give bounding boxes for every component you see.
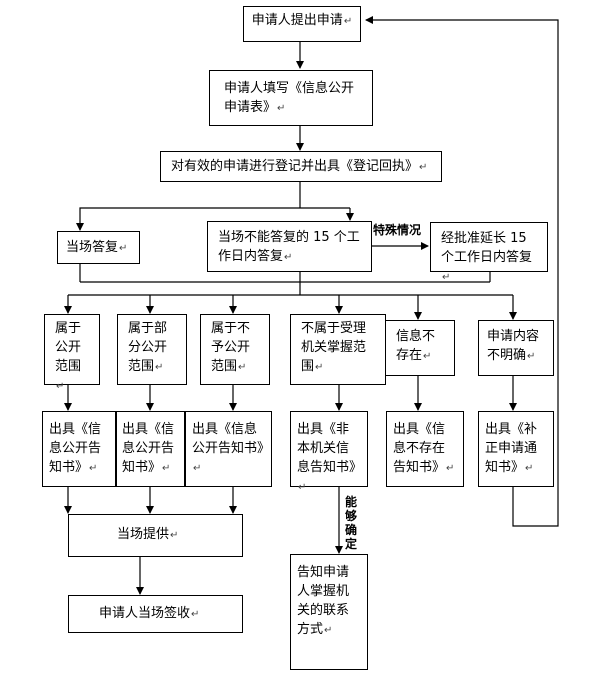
node-reply-spot: 当场答复↵ (57, 231, 140, 264)
node-notice-not-agency-text: 出具《非本机关信息告知书》 (297, 422, 363, 475)
node-unclear: 申请内容不明确↵ (478, 320, 554, 376)
node-apply-text: 申请人提出申请 (251, 13, 343, 28)
node-notice-supplement-text: 出具《补正申请通知书》 (485, 422, 538, 475)
paragraph-mark: ↵ (442, 272, 451, 283)
node-notice-supplement: 出具《补正申请通知书》↵ (478, 411, 554, 487)
node-register: 对有效的申请进行登记并出具《登记回执》↵ (160, 151, 442, 182)
node-no-info: 信息不存在↵ (385, 320, 455, 376)
node-notice-not-agency: 出具《非本机关信息告知书》 ↵ (290, 411, 368, 493)
paragraph-mark: ↵ (191, 609, 200, 620)
paragraph-mark: ↵ (155, 362, 164, 373)
node-sign-receipt: 申请人当场签收↵ (68, 595, 243, 633)
node-unclear-text: 申请内容不明确 (487, 329, 540, 363)
node-notice-public-text: 出具《信息公开告知书》 (49, 422, 102, 475)
paragraph-mark: ↵ (315, 362, 324, 373)
paragraph-mark: ↵ (324, 625, 333, 636)
paragraph-mark: ↵ (423, 351, 432, 362)
node-sign-receipt-text: 申请人当场签收 (99, 606, 191, 621)
node-contact: 告知申请人掌握机关的联系方式↵ (290, 554, 368, 670)
node-cannot-reply-text: 当场不能答复的 15 个工作日内答复 (218, 230, 360, 264)
node-notice-not-public: 出具《信息公开告知书》 ↵ (185, 411, 272, 487)
node-notice-public: 出具《信息公开告知书》↵ (42, 411, 116, 487)
paragraph-mark: ↵ (298, 482, 307, 493)
paragraph-mark: ↵ (56, 381, 65, 392)
node-contact-text: 告知申请人掌握机关的联系方式 (297, 565, 350, 637)
edge-split-left (76, 207, 300, 231)
node-register-text: 对有效的申请进行登记并出具《登记回执》 (171, 159, 419, 174)
node-partial-public: 属于部分公开范围↵ (117, 314, 187, 385)
paragraph-mark: ↵ (527, 351, 536, 362)
paragraph-mark: ↵ (170, 530, 179, 541)
node-notice-no-info-text: 出具《信息不存在告知书》 (393, 422, 446, 475)
node-cannot-reply: 当场不能答复的 15 个工作日内答复↵ (207, 221, 372, 272)
paragraph-mark: ↵ (419, 162, 428, 173)
node-not-agency-text: 不属于受理机关掌握范围 (301, 321, 367, 374)
edge-loop-back (365, 16, 559, 527)
node-provide-spot: 当场提供↵ (68, 514, 243, 557)
node-public-scope-text: 属于公开范围 (55, 321, 82, 374)
label-special: 特殊情况 (373, 223, 422, 237)
paragraph-mark: ↵ (193, 463, 202, 474)
paragraph-mark: ↵ (162, 463, 171, 474)
node-partial-public-text: 属于部分公开范围 (128, 321, 168, 374)
paragraph-mark: ↵ (277, 103, 286, 114)
node-public-scope: 属于公开范围 ↵ (44, 314, 100, 392)
node-no-info-text: 信息不存在 (396, 329, 436, 363)
node-fill-form: 申请人填写《信息公开申请表》↵ (209, 70, 373, 126)
paragraph-mark: ↵ (284, 252, 293, 263)
node-notice-partial-text: 出具《信息公开告知书》 (122, 422, 175, 475)
node-not-agency: 不属于受理机关掌握范围↵ (290, 314, 386, 385)
paragraph-mark: ↵ (238, 362, 247, 373)
paragraph-mark: ↵ (525, 463, 534, 474)
paragraph-mark: ↵ (343, 16, 353, 27)
node-not-public: 属于不予公开范围↵ (200, 314, 270, 385)
paragraph-mark: ↵ (89, 463, 98, 474)
node-reply-spot-text: 当场答复 (66, 240, 119, 255)
node-not-public-text: 属于不予公开范围 (211, 321, 251, 374)
node-notice-partial: 出具《信息公开告知书》↵ (116, 411, 185, 487)
node-apply: 申请人提出申请↵ (243, 6, 361, 42)
paragraph-mark: ↵ (119, 243, 128, 254)
node-extend: 经批准延长 15 个工作日内答复 ↵ (430, 222, 548, 283)
node-provide-spot-text: 当场提供 (117, 527, 170, 542)
paragraph-mark: ↵ (446, 463, 455, 474)
node-extend-text: 经批准延长 15 个工作日内答复 (441, 231, 533, 265)
node-notice-not-public-text: 出具《信息公开告知书》 (192, 422, 271, 456)
node-fill-form-text: 申请人填写《信息公开申请表》 (224, 81, 355, 115)
node-notice-no-info: 出具《信息不存在告知书》↵ (386, 411, 464, 487)
label-can-determine: 能够确定 (344, 495, 357, 551)
